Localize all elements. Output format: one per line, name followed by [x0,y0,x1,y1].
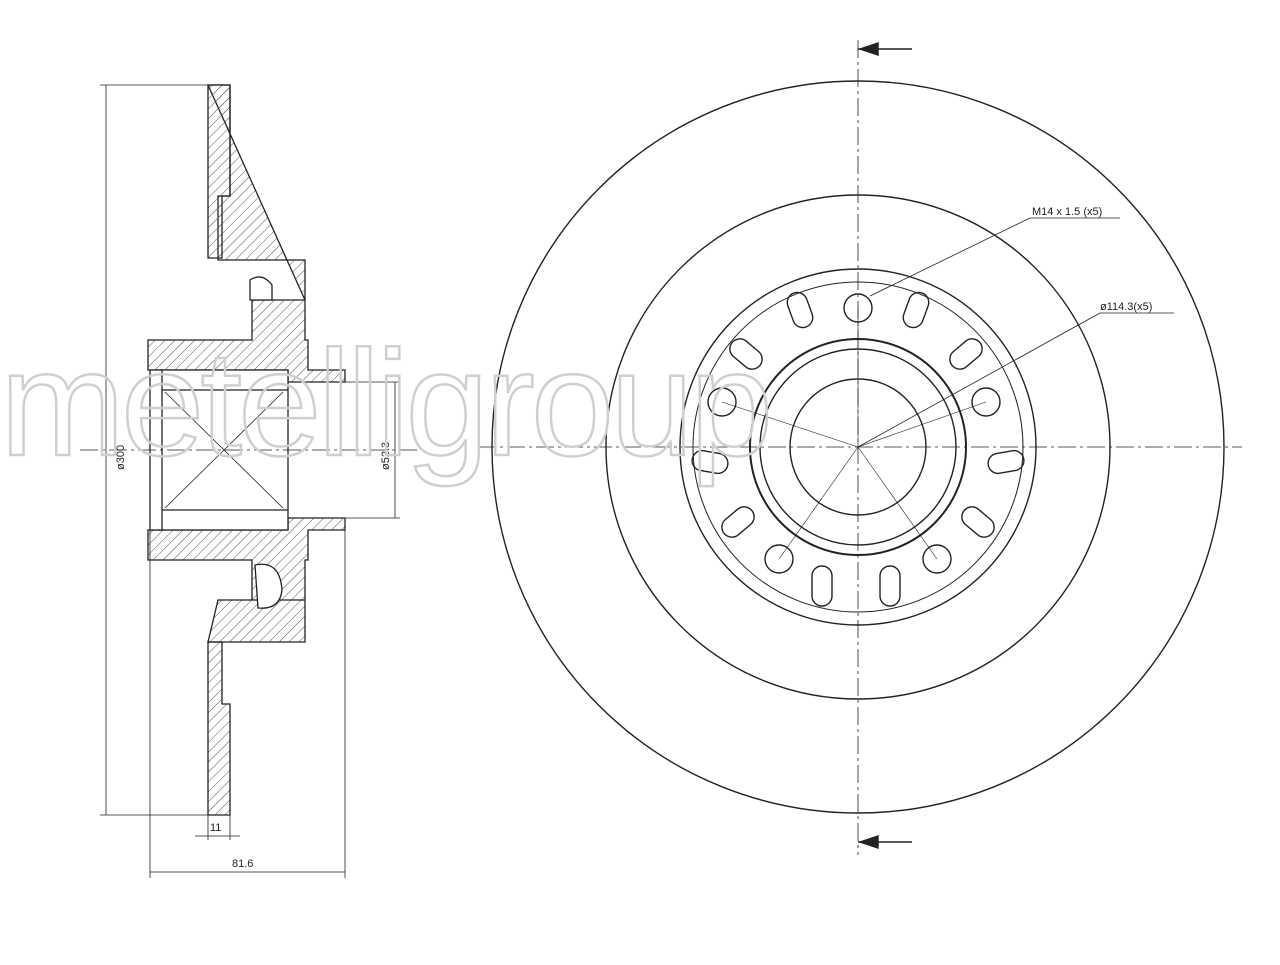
dim-bore-diameter: ø52.3 [380,442,392,470]
label-thread: M14 x 1.5 (x5) [1032,206,1102,218]
dim-disc-thickness: 11 [210,822,221,834]
stud-hole [922,544,952,574]
section-upper-disc [207,84,231,259]
section-arrow-head [857,42,879,56]
dim-overall-diameter: ø300 [115,445,127,470]
hub-slot [691,449,729,475]
hub-slot [729,338,763,370]
section-view [80,84,420,878]
construction-line [721,401,859,448]
section-lower-hub [147,517,346,643]
watermark-logo: metelligroup [0,319,769,487]
hub-slot [721,506,755,538]
leader-pitch [857,312,1101,448]
bearing-cross [164,391,284,509]
front-view [478,40,1242,855]
section-lower-disc [207,641,231,816]
construction-line [857,401,987,448]
leader-thread [869,217,1031,297]
hub-slot [811,565,833,607]
hub-slot [949,338,983,370]
stud-pocket [254,563,283,609]
hub-slot [961,506,995,538]
hub-slot [879,565,901,607]
stud-pocket [249,276,273,301]
hub-slot [786,291,814,329]
hub-slot [902,291,930,329]
hub-slot [987,449,1025,475]
construction-line [857,446,938,560]
stud-hole [707,387,737,417]
section-arrow-head [857,835,879,849]
label-pitch-circle: ø114.3(x5) [1100,301,1152,313]
stud-hole [971,387,1001,417]
dim-total-height: 81.6 [232,858,253,870]
stud-hole [764,544,794,574]
construction-line [778,446,859,560]
